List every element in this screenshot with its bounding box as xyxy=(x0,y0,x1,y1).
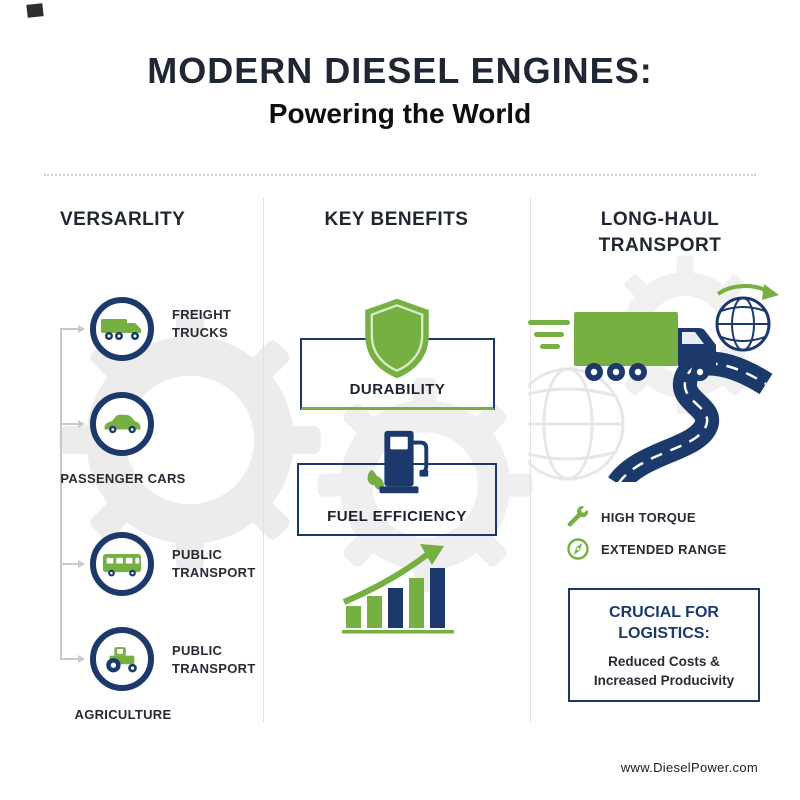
fuel-efficiency-label: FUEL EFFICIENCY xyxy=(327,508,467,525)
vehicle-label: FREIGHT TRUCKS xyxy=(172,307,232,341)
column-divider xyxy=(263,198,264,722)
transport-heading: LONG-HAUL TRANSPORT xyxy=(598,209,722,256)
globe-watermark-icon xyxy=(528,367,625,481)
bus-icon xyxy=(102,553,142,576)
passenger-car-badge xyxy=(90,392,154,456)
feature-label: EXTENDED RANGE xyxy=(601,541,727,557)
website-url: www.DieselPower.com xyxy=(620,760,758,775)
vehicle-label: PUBLIC TRANSPORT xyxy=(172,643,256,677)
versatility-heading: VERSARLITY xyxy=(60,209,186,230)
wrench-icon xyxy=(567,506,589,527)
feature-high-torque: HIGH TORQUE xyxy=(566,505,696,529)
freight-truck-icon xyxy=(101,319,141,340)
tractor-badge xyxy=(90,627,154,691)
feature-extended-range: EXTENDED RANGE xyxy=(566,537,727,561)
shield-icon xyxy=(359,296,435,385)
logistics-callout: CRUCIAL FOR LOGISTICS: Reduced Costs & I… xyxy=(568,588,760,702)
passenger-car-icon xyxy=(104,414,141,434)
page-subtitle: Powering the World xyxy=(268,98,532,129)
benefits-heading: KEY BENEFITS xyxy=(324,209,469,230)
arrow-right-icon xyxy=(60,655,85,663)
corner-mark xyxy=(26,3,44,18)
header-divider xyxy=(44,174,756,176)
callout-body: Reduced Costs & Increased Producivity xyxy=(593,653,735,689)
bus-badge xyxy=(90,532,154,596)
fuel-pump-icon xyxy=(363,425,435,506)
tractor-icon xyxy=(106,646,137,672)
connector-line xyxy=(60,329,62,659)
arrow-right-icon xyxy=(60,560,85,568)
vehicle-label: PUBLIC TRANSPORT xyxy=(172,547,256,581)
truck-globe-road-illustration xyxy=(528,284,779,482)
column-divider xyxy=(530,198,531,722)
compass-icon xyxy=(567,538,589,560)
callout-title: CRUCIAL FOR LOGISTICS: xyxy=(609,604,719,642)
arrow-right-icon xyxy=(60,325,85,333)
arrow-right-icon xyxy=(60,420,85,428)
page-title: MODERN DIESEL ENGINES: xyxy=(147,50,653,91)
freight-truck-badge xyxy=(90,297,154,361)
globe-icon xyxy=(715,284,779,352)
feature-label: HIGH TORQUE xyxy=(601,509,696,525)
vehicle-sublabel: AGRICULTURE xyxy=(74,707,172,722)
vehicle-label: PASSENGER CARS xyxy=(60,471,186,486)
durability-label: DURABILITY xyxy=(349,381,446,398)
growth-chart-icon xyxy=(342,542,454,639)
